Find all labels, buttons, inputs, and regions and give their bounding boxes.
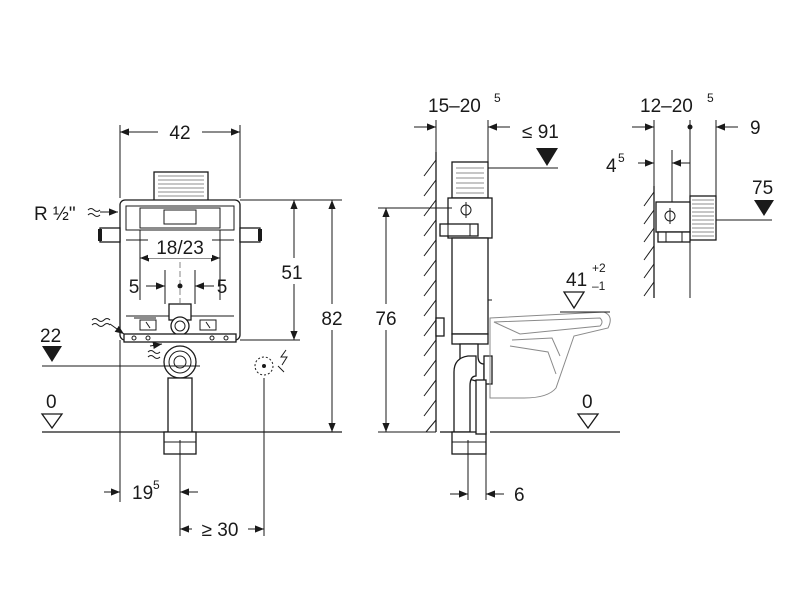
dim-bowl-tol-minus: –1: [592, 279, 606, 293]
dim-19-5: 19: [132, 483, 153, 504]
dim-bowl-tol-plus: +2: [592, 261, 606, 275]
dim-detail-9: 9: [750, 118, 761, 139]
wc-bowl-outline: [489, 311, 611, 399]
dim-detail-4: 4: [606, 156, 617, 177]
dim-min-30: ≥ 30: [202, 520, 239, 541]
dim-depth-sup: 5: [494, 91, 501, 105]
level-75: 75: [752, 178, 773, 199]
level-0-side: 0: [582, 392, 593, 413]
dim-height-82: 82: [321, 309, 342, 330]
dim-6: 6: [514, 485, 525, 506]
detail-view: 12–20 5 9 4 5 75: [606, 91, 774, 298]
dim-depth-15-20: 15–20: [428, 96, 481, 117]
dim-19-5-sup: 5: [153, 478, 160, 492]
dim-offset-left-5: 5: [129, 277, 140, 298]
front-view: 42: [34, 122, 348, 541]
dim-detail-depth-sup: 5: [707, 91, 714, 105]
dim-bowl-41: 41: [566, 270, 587, 291]
label-connection-r12: R ½": [34, 204, 76, 225]
side-view: 15–20 5 ≤ 91 76: [370, 91, 611, 506]
level-22: 22: [40, 326, 61, 347]
dim-width-42: 42: [169, 123, 190, 144]
dim-detail-depth: 12–20: [640, 96, 693, 117]
dim-height-51: 51: [281, 263, 302, 284]
dim-height-76: 76: [375, 309, 396, 330]
dim-frame-18-23: 18/23: [156, 238, 204, 259]
dim-offset-right-5: 5: [217, 277, 228, 298]
dim-detail-4-sup: 5: [618, 151, 625, 165]
level-0-front: 0: [46, 392, 57, 413]
dim-max-91: ≤ 91: [522, 122, 559, 143]
